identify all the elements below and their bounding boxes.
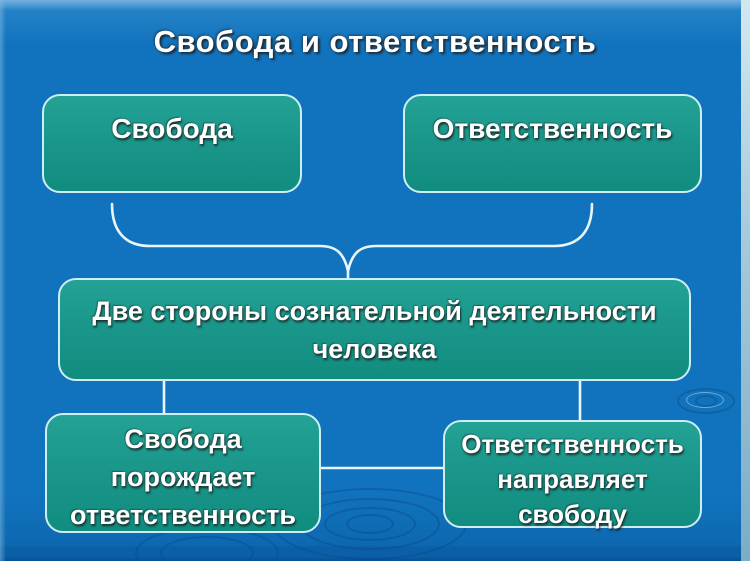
water-ripple [686, 392, 724, 408]
slide-title: Свобода и ответственность [153, 24, 597, 59]
node-responsibility-directs-freedom: Ответственность направляет свободу [443, 420, 702, 529]
left-edge-highlight [0, 0, 6, 561]
node-fgr-line1: Свобода [124, 424, 242, 454]
node-rdf-line2: направляет [497, 464, 648, 494]
water-ripple [346, 514, 394, 534]
node-two-sides-line2: человека [312, 334, 437, 364]
water-ripple [695, 395, 717, 407]
node-responsibility-label: Ответственность [432, 113, 673, 144]
node-freedom-generates-responsibility: Свобода порождает ответственность [45, 413, 321, 533]
water-ripple [677, 388, 735, 414]
node-fgr-line3: ответственность [70, 500, 296, 530]
top-edge-highlight [0, 0, 750, 10]
node-fgr-line2: порождает [110, 462, 256, 492]
node-rdf-line3: свободу [518, 499, 627, 529]
node-freedom: Свобода [42, 94, 302, 193]
node-two-sides-line1: Две стороны сознательной деятельности [92, 296, 657, 326]
right-edge-highlight [741, 0, 750, 561]
node-two-sides: Две стороны сознательной деятельности че… [58, 278, 691, 381]
node-responsibility: Ответственность [403, 94, 702, 193]
brace-connector [110, 202, 594, 280]
node-rdf-line1: Ответственность [461, 429, 684, 459]
water-ripple [324, 507, 416, 541]
node-freedom-label: Свобода [111, 113, 233, 144]
